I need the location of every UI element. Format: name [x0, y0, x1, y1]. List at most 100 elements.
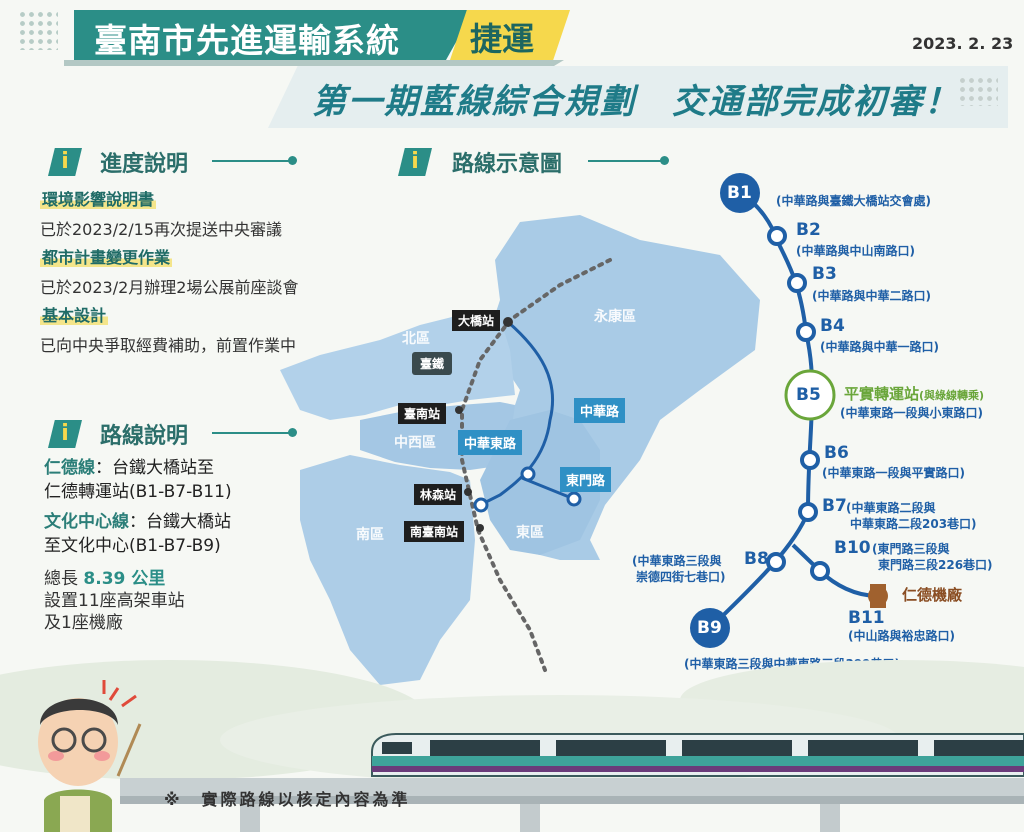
district-label: 東區 [516, 525, 544, 541]
station-label: 南臺南站 [404, 521, 465, 542]
route-line-1: 仁德線：台鐵大橋站至 仁德轉運站(B1-B7-B11) [44, 456, 232, 504]
character-hair [40, 698, 118, 725]
station-desc: (中華路與臺鐵大橋站交會處) [776, 194, 931, 208]
station-code: B7 [822, 496, 847, 516]
district-south [300, 455, 475, 685]
road-label: 中華東路 [458, 430, 523, 455]
station-count: 設置11座高架車站 [44, 591, 185, 611]
district-label: 永康區 [594, 309, 636, 325]
metro-stop [566, 491, 582, 507]
station-label: 臺南站 [398, 403, 447, 424]
station-name: 平實轉運站 [844, 385, 920, 403]
station-code: B11 [848, 608, 885, 628]
train-stripe [372, 756, 1024, 766]
station-dot [503, 317, 513, 327]
station-desc: (中華路與中山南路口) [796, 244, 915, 258]
viaduct-deck [120, 778, 1024, 796]
info-icon: i [48, 420, 82, 448]
station-desc: 中華東路二段203巷口) [850, 517, 977, 531]
station-b1-marker [720, 173, 760, 213]
train-window [430, 740, 540, 756]
station-b6-marker [800, 450, 820, 470]
character-cheek [48, 751, 64, 761]
station-desc: (中華東路二段與 [846, 501, 936, 515]
line-desc: ：台鐵大橋站至 [95, 458, 214, 478]
progress-item: 環境影響說明書 已於2023/2/15再次提送中央審議 [40, 186, 298, 244]
subtitle-banner [268, 66, 1008, 128]
progress-item-text: 已向中央爭取經費補助，前置作業中 [40, 336, 297, 355]
line-desc: 至文化中心(B1-B7-B9) [44, 536, 221, 556]
station-desc: (東門路三段與 [872, 542, 950, 556]
train-window [382, 742, 412, 754]
decorative-dots [18, 10, 58, 50]
station-code: B2 [796, 220, 821, 240]
station-label: 林森站 [414, 484, 463, 505]
title-shadow [64, 60, 564, 66]
station-b5-marker [784, 369, 836, 421]
station-desc: (中山路與裕忠路口) [848, 629, 955, 643]
station-desc: (中華東路三段與 [632, 554, 722, 568]
subtitle: 第一期藍線綜合規劃 交通部完成初審！ [312, 82, 960, 122]
title-tag: 捷運 [470, 20, 535, 58]
line-name: 文化中心線 [44, 512, 129, 532]
road-label: 中華路 [574, 398, 626, 423]
metro-stop [473, 497, 489, 513]
heading-dot [288, 156, 297, 165]
station-desc: (中華東路一段與小東路口) [840, 406, 983, 420]
heading-dot [288, 428, 297, 437]
exclamation-marks [102, 680, 137, 708]
district-label: 北區 [402, 331, 430, 347]
station-code: B4 [820, 316, 845, 336]
title-tag-banner [450, 10, 570, 60]
line-desc: ：台鐵大橋站 [129, 512, 231, 532]
route-heading: 路線說明 [100, 424, 189, 449]
character-face [38, 698, 118, 786]
footnote: ※ 實際路線以核定內容為準 [164, 790, 411, 809]
station-dot [464, 488, 472, 496]
train-stripe-2 [372, 766, 1024, 772]
station-desc: 崇德四街七巷口) [636, 570, 726, 584]
viaduct-pillar [240, 804, 260, 832]
progress-list: 環境影響說明書 已於2023/2/15再次提送中央審議 都市計畫變更作業 已於2… [40, 186, 298, 360]
character-glasses [81, 727, 107, 753]
station-code: B10 [834, 538, 871, 558]
station-b3-marker [787, 273, 807, 293]
heading-line [588, 160, 664, 162]
viaduct-beam [120, 796, 1024, 804]
station-code: B1 [727, 183, 752, 203]
station-code: B9 [697, 618, 722, 638]
route-line-2: 文化中心線：台鐵大橋站 至文化中心(B1-B7-B9) [44, 510, 231, 558]
road-label: 東門路 [560, 467, 612, 492]
map-heading: 路線示意圖 [452, 152, 563, 177]
station-b4-marker [796, 322, 816, 342]
station-desc: (中華路與中華二路口) [812, 289, 931, 303]
station-code: B3 [812, 264, 837, 284]
route-map [280, 215, 760, 685]
metro-branch [521, 476, 575, 501]
station-diagram [690, 173, 888, 648]
district-label: 中西區 [394, 435, 436, 451]
train-window [934, 740, 1024, 756]
character-glasses [51, 727, 77, 753]
station-b9-marker [690, 608, 730, 648]
viaduct-pillar [820, 804, 840, 832]
viaduct-pillar [520, 804, 540, 832]
total-length: 8.39 公里 [83, 569, 166, 589]
station-desc: (中華路與中華一路口) [820, 340, 939, 354]
metro-stop [520, 466, 536, 482]
station-b8-marker [766, 552, 786, 572]
heading-line [212, 160, 292, 162]
station-b10-marker [810, 561, 830, 581]
progress-item-text: 已於2023/2/15再次提送中央審議 [40, 220, 283, 239]
railway-label: 臺鐵 [412, 352, 453, 375]
heading-dot [660, 156, 669, 165]
station-b7-marker [798, 502, 818, 522]
date-label: 2023. 2. 23 [912, 34, 1014, 53]
station-dot [455, 406, 463, 414]
character-pointer [116, 723, 142, 777]
line-name: 仁德線 [44, 458, 95, 478]
info-icon: i [398, 148, 432, 176]
total-prefix: 總長 [44, 569, 84, 589]
station-desc: 東門路三段226巷口) [878, 558, 993, 572]
progress-item-title: 環境影響說明書 [40, 190, 157, 209]
